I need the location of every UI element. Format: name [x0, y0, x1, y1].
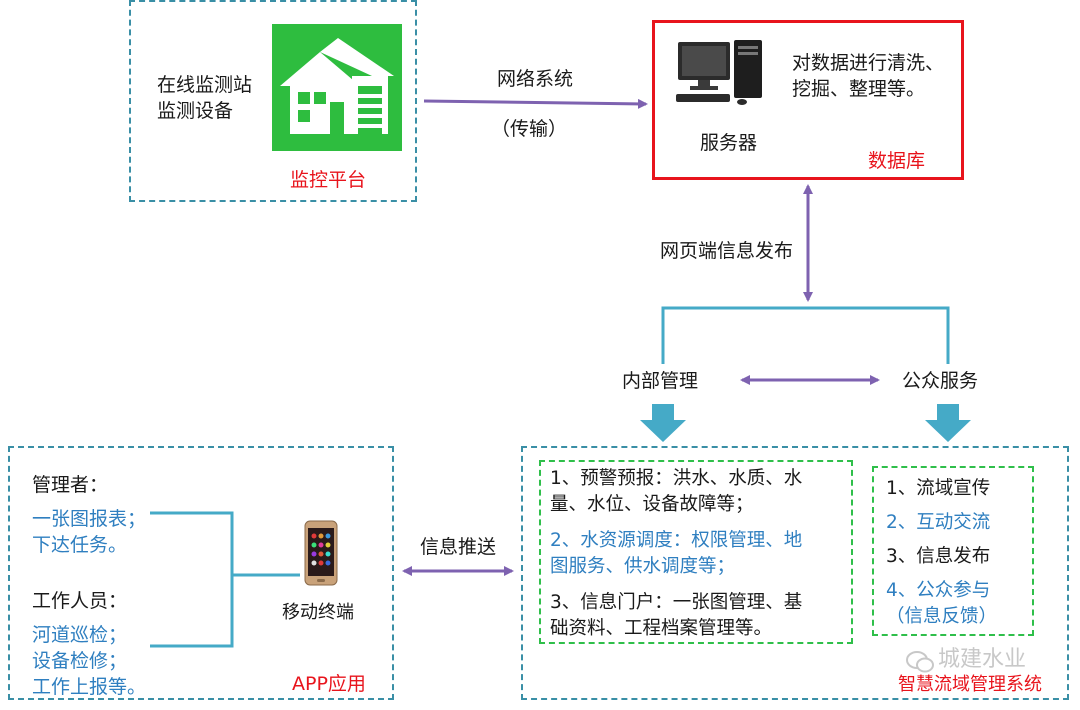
server-label: 服务器: [700, 132, 758, 154]
internal-items-box: [539, 460, 853, 644]
staff-line3: 工作上报等。: [32, 676, 147, 698]
public-service-label: 公众服务: [902, 370, 979, 392]
internal-item2-line1: 2、水资源调度：权限管理、地: [550, 530, 803, 551]
computer-icon: [668, 36, 778, 108]
info-push-label: 信息推送: [420, 536, 497, 558]
app-box: [8, 446, 394, 700]
staff-line1: 河道巡检；: [32, 624, 128, 646]
internal-down-arrow: [640, 404, 686, 442]
public-item4: 4、公众参与: [886, 580, 991, 601]
station-line1: 在线监测站: [157, 74, 253, 96]
web-publish-label: 网页端信息发布: [660, 240, 794, 262]
public-items-box: [872, 466, 1034, 636]
database-label: 数据库: [868, 150, 926, 172]
public-item4-sub: （信息反馈）: [886, 606, 998, 627]
app-bracket-top: [150, 511, 234, 648]
monitoring-platform-box: [129, 0, 417, 202]
watermark-text: 城建水业: [938, 647, 1027, 672]
system-label: 智慧流域管理系统: [898, 674, 1042, 695]
staff-title: 工作人员：: [32, 590, 128, 612]
public-item2: 2、互动交流: [886, 512, 991, 533]
wechat-icon: [906, 651, 934, 673]
internal-item3-line2: 础资料、工程档案管理等。: [550, 618, 773, 639]
mobile-terminal-label: 移动终端: [282, 602, 354, 623]
internal-item1-line2: 量、水位、设备故障等；: [550, 494, 754, 515]
database-desc-line2: 挖掘、整理等。: [792, 78, 926, 100]
manager-item-line1: 一张图报表；: [32, 508, 147, 530]
database-desc-line1: 对数据进行清洗、: [792, 52, 945, 74]
public-item1: 1、流域宣传: [886, 478, 991, 499]
internal-item1-line1: 1、预警预报：洪水、水质、水: [550, 468, 803, 489]
manager-title: 管理者：: [32, 474, 109, 496]
public-down-arrow: [925, 404, 971, 442]
monitoring-platform-label: 监控平台: [290, 169, 367, 191]
database-box: [652, 20, 964, 180]
phone-icon: [304, 520, 338, 586]
house-icon: [272, 24, 402, 151]
network-arrow: [423, 98, 648, 109]
internal-management-label: 内部管理: [622, 370, 699, 392]
internal-item2-line2: 图服务、供水调度等；: [550, 556, 736, 577]
network-label: 网络系统: [497, 68, 574, 90]
app-label: APP应用: [292, 673, 366, 695]
public-item3: 3、信息发布: [886, 546, 991, 567]
system-box: [521, 446, 1069, 700]
staff-line2: 设备检修；: [32, 650, 128, 672]
manager-item-line2: 下达任务。: [32, 534, 128, 556]
internal-item3-line1: 3、信息门户：一张图管理、基: [550, 592, 803, 613]
network-sub-label: （传输）: [491, 118, 568, 140]
station-line2: 监测设备: [157, 100, 234, 122]
split-line: [661, 306, 950, 364]
